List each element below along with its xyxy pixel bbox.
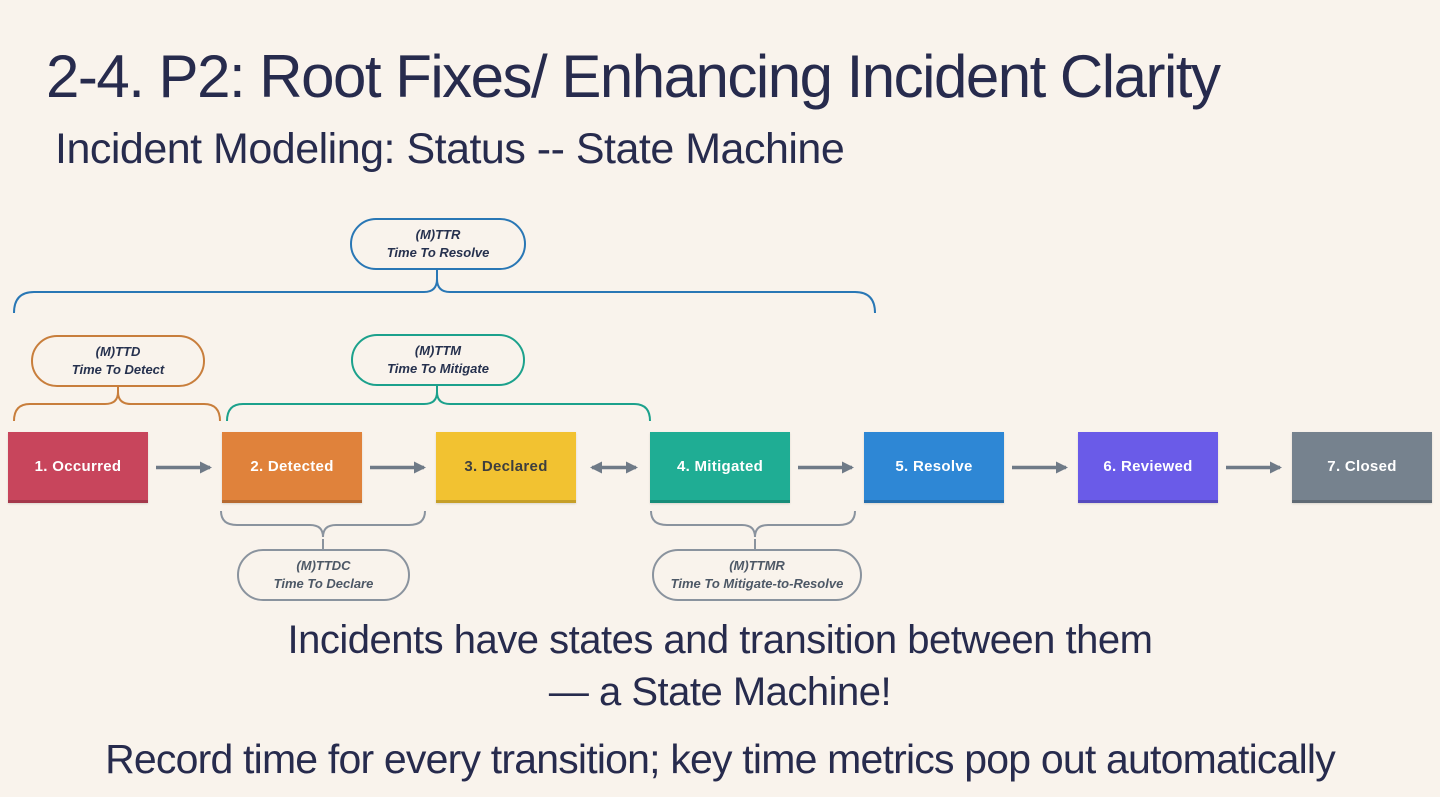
brace-ttmr [650, 510, 856, 549]
metric-name: Time To Mitigate [387, 361, 489, 376]
metric-abbr: (M)TTMR [729, 558, 785, 574]
page-title: 2-4. P2: Root Fixes/ Enhancing Incident … [46, 43, 1221, 110]
brace-ttd [13, 387, 221, 422]
metric-name: Time To Declare [273, 576, 374, 591]
state-label: 4. Mitigated [676, 457, 764, 475]
metric-abbr: (M)TTD [95, 344, 141, 360]
state-box-closed: 7. Closed [1292, 432, 1432, 503]
state-label: 1. Occurred [34, 457, 122, 475]
state-label: 2. Detected [250, 457, 334, 475]
metric-name: Time To Resolve [386, 245, 490, 260]
metric-pill-mttmr: (M)TTMR Time To Mitigate-to-Resolve [652, 549, 862, 601]
state-box-reviewed: 6. Reviewed [1078, 432, 1218, 503]
metric-abbr: (M)TTR [415, 227, 461, 243]
state-box-declared: 3. Declared [436, 432, 576, 503]
metric-pill-mttm: (M)TTM Time To Mitigate [351, 334, 525, 386]
metric-abbr: (M)TTM [414, 343, 462, 359]
metric-name: Time To Detect [71, 362, 165, 377]
takeaway-line-3: Record time for every transition; key ti… [105, 736, 1336, 782]
metric-pill-mttd: (M)TTD Time To Detect [31, 335, 205, 387]
metric-pill-mttr: (M)TTR Time To Resolve [350, 218, 526, 270]
brace-ttdc [220, 510, 426, 549]
takeaway-line-1: Incidents have states and transition bet… [287, 618, 1153, 662]
state-box-resolve: 5. Resolve [864, 432, 1004, 503]
brace-ttm [226, 386, 651, 422]
brace-ttr [13, 270, 876, 314]
metric-pill-mttdc: (M)TTDC Time To Declare [237, 549, 410, 601]
state-box-occurred: 1. Occurred [8, 432, 148, 503]
takeaway-line-2: — a State Machine! [548, 670, 892, 714]
bottom-strip [0, 797, 1440, 810]
state-label: 5. Resolve [895, 457, 973, 475]
metric-name: Time To Mitigate-to-Resolve [670, 576, 844, 591]
state-label: 3. Declared [464, 457, 548, 475]
state-box-detected: 2. Detected [222, 432, 362, 503]
state-label: 6. Reviewed [1103, 457, 1193, 475]
page-subtitle: Incident Modeling: Status -- State Machi… [55, 125, 845, 173]
state-box-mitigated: 4. Mitigated [650, 432, 790, 503]
metric-abbr: (M)TTDC [296, 558, 351, 574]
state-label: 7. Closed [1327, 457, 1397, 475]
